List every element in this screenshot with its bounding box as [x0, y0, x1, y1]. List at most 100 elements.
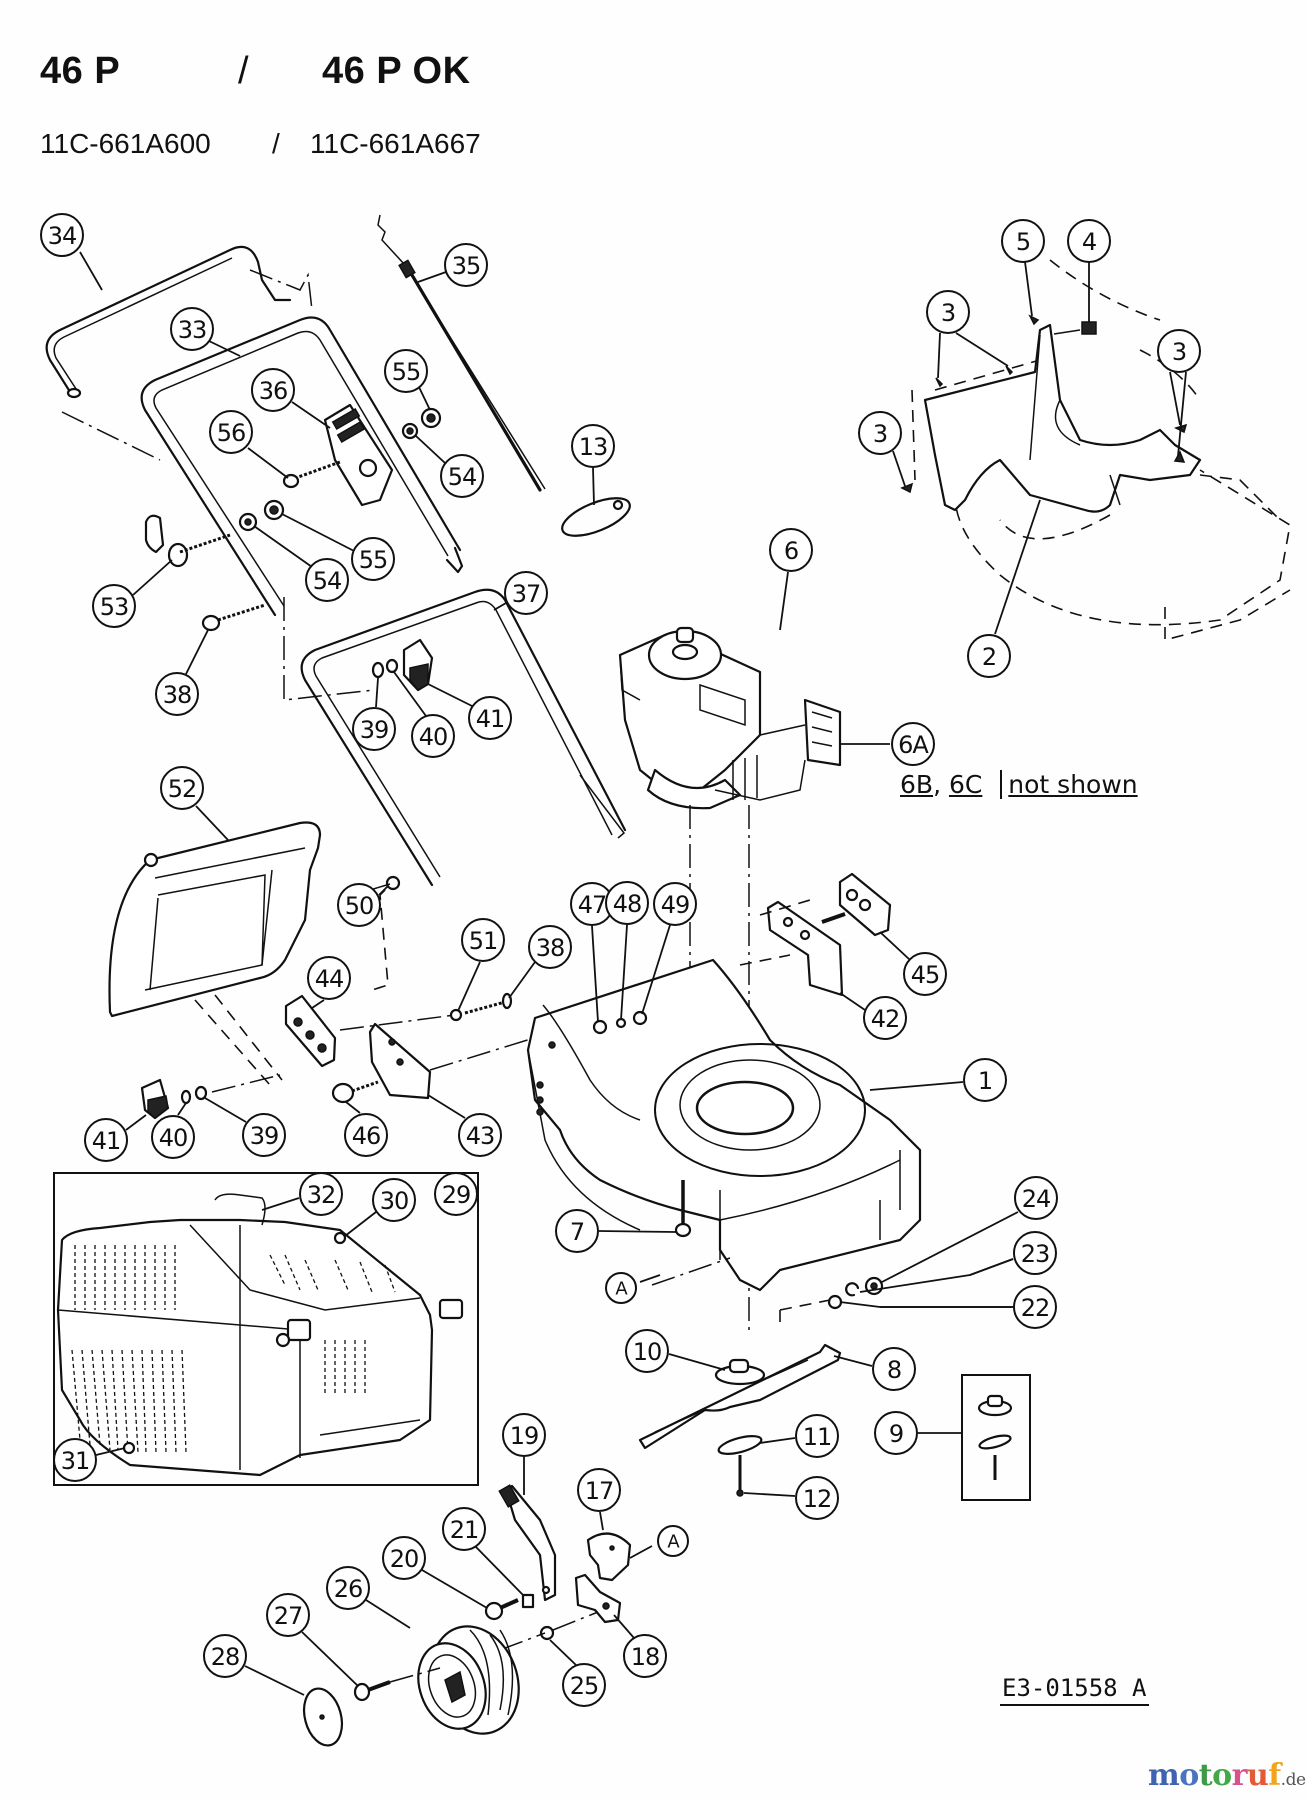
note-text: not shown [1000, 770, 1138, 799]
callout-circle [461, 918, 505, 962]
callout-9: 9 [874, 1411, 918, 1455]
callout-label: 37 [512, 580, 541, 608]
callout-a: A [605, 1272, 637, 1304]
callout-46: 46 [344, 1113, 388, 1157]
callout-label: 3 [873, 420, 887, 448]
callout-circle [963, 1058, 1007, 1102]
handle-knob [144, 514, 231, 568]
callout-circle [170, 307, 214, 351]
callout-20: 20 [382, 1536, 426, 1580]
callout-circle [434, 1172, 478, 1216]
blade-adapter [714, 1358, 766, 1386]
leader-line-5 [1024, 261, 1033, 317]
callout-label: 46 [352, 1122, 381, 1150]
watermark-letter: f [1268, 1758, 1281, 1793]
callout-39: 39 [352, 707, 396, 751]
callout-circle [562, 1663, 606, 1707]
rear-deck-outline [911, 259, 1291, 642]
callout-43: 43 [458, 1113, 502, 1157]
callout-label: 50 [345, 892, 374, 920]
callout-circle [555, 1209, 599, 1253]
watermark-letter: r [1231, 1758, 1248, 1793]
leader-line-41 [427, 683, 475, 708]
leader-line-54 [253, 525, 313, 568]
callout-36: 36 [251, 368, 295, 412]
callout-3: 3 [1157, 329, 1201, 373]
callout-label: 47 [578, 891, 607, 919]
callout-39: 39 [242, 1113, 286, 1157]
callout-circle [605, 881, 649, 925]
callout-54: 54 [440, 454, 484, 498]
callout-label: 17 [585, 1477, 614, 1505]
leader-line-22 [839, 1301, 1013, 1308]
callout-label: 45 [911, 961, 940, 989]
callout-circle [528, 925, 572, 969]
watermark-letter: t [1198, 1758, 1213, 1793]
callout-circle [795, 1476, 839, 1520]
callout-label: 3 [1172, 338, 1186, 366]
callout-label: 1 [978, 1067, 992, 1095]
watermark-letter: o [1179, 1758, 1199, 1793]
callout-27: 27 [266, 1593, 310, 1637]
callout-28: 28 [203, 1634, 247, 1678]
leader-line-13 [592, 467, 595, 506]
callout-circle [872, 1347, 916, 1391]
cover-17 [586, 1532, 632, 1582]
model-title: 46 P / 46 P OK [40, 50, 470, 222]
callout-label: 31 [61, 1447, 90, 1475]
callout-label: 39 [250, 1122, 279, 1150]
callout-label: 12 [803, 1485, 832, 1513]
callout-18: 18 [623, 1634, 667, 1678]
callout-label: A [667, 1532, 680, 1553]
callout-circle [891, 722, 935, 766]
leader-line-55 [417, 384, 431, 411]
leader-line-33 [208, 340, 241, 357]
callout-label: 52 [168, 775, 197, 803]
leader-line-46 [345, 1101, 361, 1114]
leader-line-51 [457, 961, 481, 1012]
callout-label: 22 [1021, 1294, 1050, 1322]
callout-circle [372, 1178, 416, 1222]
callout-label: 54 [313, 567, 342, 595]
callout-circle [352, 707, 396, 751]
callout-label: 32 [307, 1181, 336, 1209]
callout-31: 31 [53, 1438, 97, 1482]
cable-clip [323, 403, 394, 507]
callout-12: 12 [795, 1476, 839, 1520]
callout-29: 29 [434, 1172, 478, 1216]
callout-label: 38 [536, 934, 565, 962]
callout-40: 40 [151, 1115, 195, 1159]
watermark-letter: o [1212, 1758, 1232, 1793]
callout-circle [326, 1566, 370, 1610]
callout-label: 54 [448, 463, 477, 491]
callout-label: 51 [469, 927, 498, 955]
leader-line-50 [378, 885, 389, 896]
leader-line-44 [311, 999, 325, 1009]
callout-circle [458, 1113, 502, 1157]
part-number-separator: / [272, 128, 280, 159]
callout-54: 54 [305, 558, 349, 602]
callout-label: 7 [570, 1218, 584, 1246]
leader-line-53 [132, 559, 173, 596]
callout-label: 55 [359, 546, 388, 574]
hinge-plate-43 [368, 1022, 432, 1100]
callout-circle [160, 766, 204, 810]
callout-circle [411, 714, 455, 758]
callout-34: 34 [40, 213, 84, 257]
leader-line-6 [779, 571, 789, 631]
leader-line-a [639, 1274, 661, 1283]
lower-handle [300, 588, 627, 887]
callout-25: 25 [562, 1663, 606, 1707]
callout-6: 6 [769, 528, 813, 572]
callout-label: A [615, 1279, 628, 1300]
note-item-6c: 6C [948, 770, 983, 799]
leader-line-30 [344, 1211, 377, 1237]
callout-label: 30 [380, 1187, 409, 1215]
callout-label: 36 [259, 377, 288, 405]
leader-line-38 [185, 629, 209, 675]
callout-6a: 6A [891, 722, 935, 766]
leader-line-3 [937, 332, 941, 379]
callout-circle [623, 1634, 667, 1678]
callout-circle [299, 1172, 343, 1216]
